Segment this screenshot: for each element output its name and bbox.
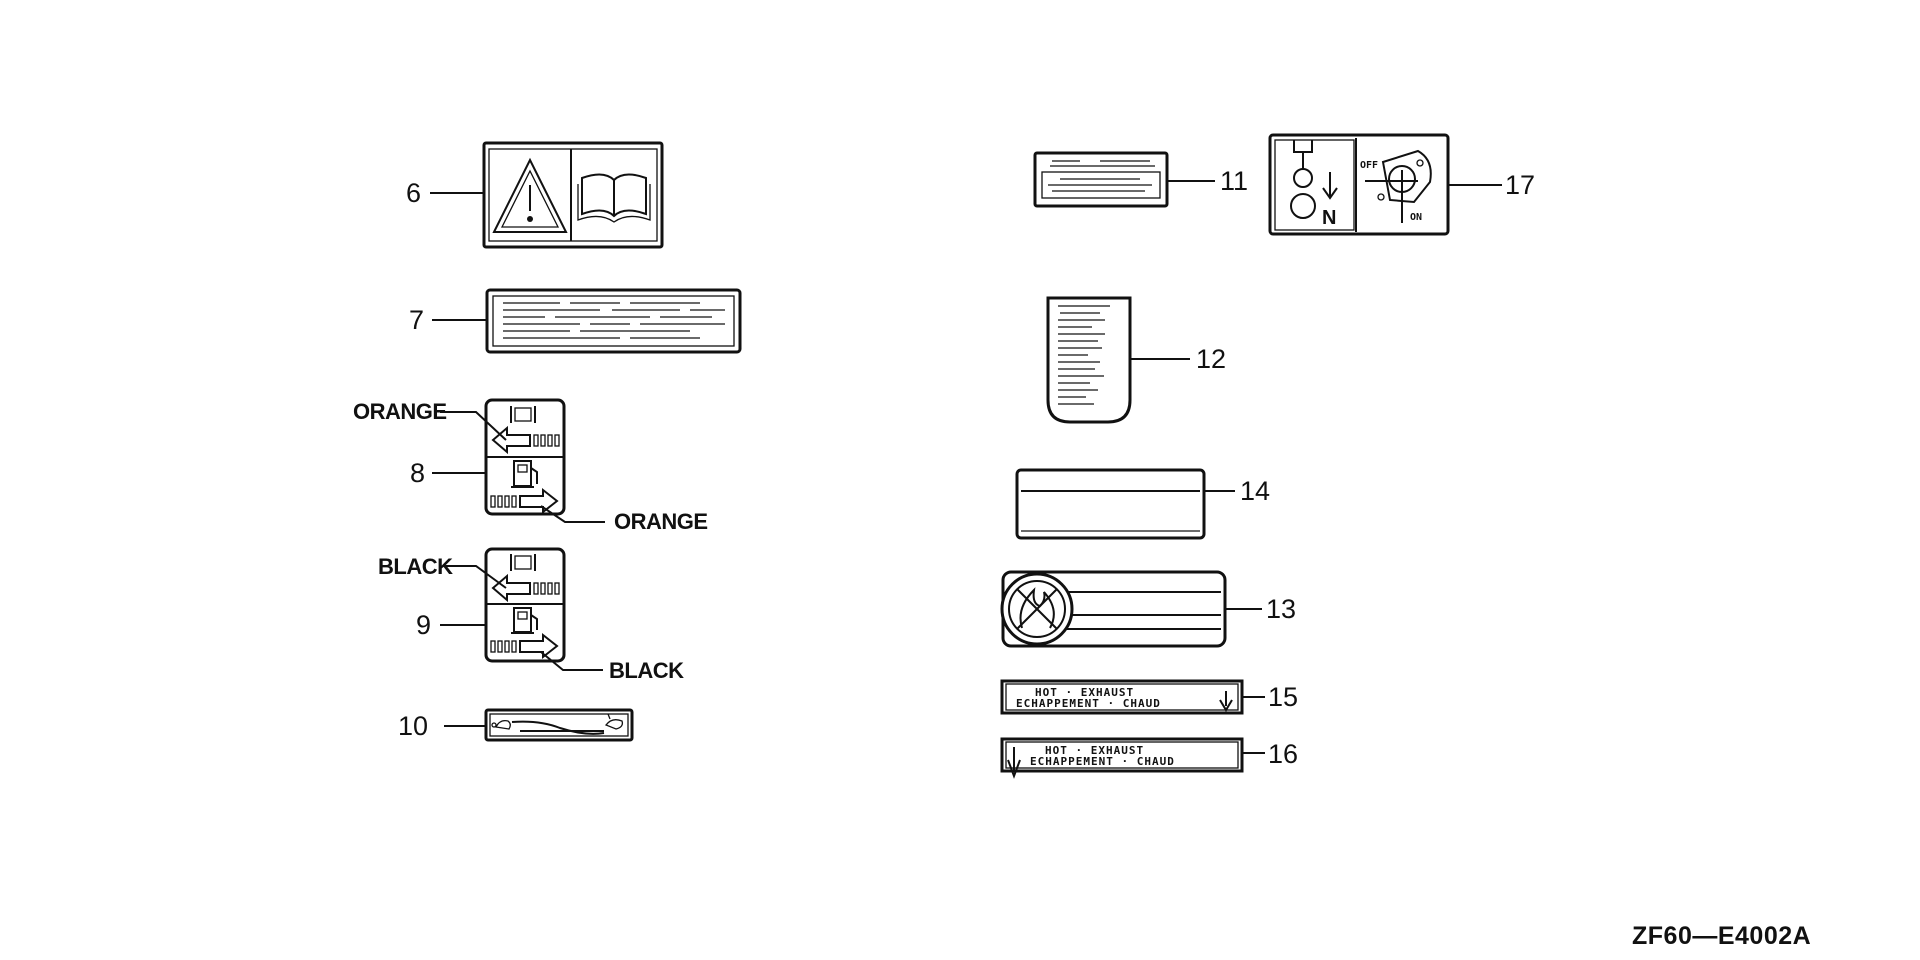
- turtle-icon: [491, 719, 511, 730]
- callout-8: 8: [410, 458, 425, 488]
- callout-6: 6: [406, 178, 421, 208]
- color-tag-orange-left: ORANGE: [353, 399, 447, 424]
- color-tag-black-left: BLACK: [378, 554, 453, 579]
- callout-16: 16: [1268, 739, 1298, 769]
- decal-9[interactable]: [484, 547, 566, 663]
- callout-17: 17: [1505, 170, 1535, 200]
- decal-8[interactable]: [484, 398, 566, 516]
- arrow-down-icon: [1219, 691, 1233, 712]
- choke-icon: [510, 554, 536, 571]
- hot-exhaust-line1-15: HOT · EXHAUST: [1035, 686, 1134, 699]
- color-tag-orange-right: ORANGE: [614, 509, 708, 534]
- decal-14[interactable]: [1015, 468, 1206, 540]
- leader-orange-left: [440, 411, 507, 441]
- callout-9: 9: [416, 610, 431, 640]
- rabbit-icon: [604, 713, 624, 730]
- hot-exhaust-line2-16: ECHAPPEMENT · CHAUD: [1030, 755, 1175, 768]
- warning-triangle-icon: [492, 157, 568, 233]
- decal-13[interactable]: [1000, 570, 1227, 648]
- hot-exhaust-line2-15: ECHAPPEMENT · CHAUD: [1016, 697, 1161, 710]
- hot-exhaust-line1-16: HOT · EXHAUST: [1045, 744, 1144, 757]
- text-lines-11: [1048, 160, 1155, 192]
- manual-book-icon: [577, 173, 651, 223]
- decal-7[interactable]: [485, 288, 742, 354]
- diagram-reference-code: ZF60—E4002A: [1632, 922, 1811, 950]
- callout-12: 12: [1196, 344, 1226, 374]
- color-tag-black-right: BLACK: [609, 658, 684, 683]
- callout-7: 7: [409, 305, 424, 335]
- svg-text:N: N: [1322, 207, 1336, 229]
- decal-11[interactable]: [1033, 151, 1169, 208]
- callout-13: 13: [1266, 594, 1296, 624]
- arrow-icon: [490, 487, 559, 515]
- engine-switch-icon: N: [1290, 140, 1338, 229]
- arrow-icon: [491, 573, 560, 603]
- callout-11: 11: [1220, 166, 1248, 196]
- decal-16[interactable]: HOT · EXHAUST ECHAPPEMENT · CHAUD: [1000, 737, 1244, 779]
- leader-orange-right: [540, 505, 605, 523]
- no-flame-icon: [1000, 572, 1074, 646]
- fuel-pump-icon: [511, 607, 538, 634]
- decal-10[interactable]: [484, 708, 634, 742]
- engine-switch-icon: OFF ON: [1360, 149, 1432, 223]
- callout-10: 10: [398, 711, 428, 741]
- leader-black-right: [540, 651, 603, 671]
- decal-12[interactable]: [1046, 296, 1132, 424]
- decal-17[interactable]: N OFF ON: [1268, 133, 1450, 236]
- text-lines-12: [1058, 305, 1110, 405]
- choke-icon: [510, 406, 536, 423]
- arrow-down-icon: [1007, 747, 1021, 779]
- arrow-icon: [491, 425, 560, 455]
- switch-on-label: ON: [1410, 212, 1422, 223]
- text-lines-7: [503, 302, 725, 339]
- callout-15: 15: [1268, 682, 1298, 712]
- callout-14: 14: [1240, 476, 1270, 506]
- leader-black-left: [446, 565, 507, 589]
- decal-15[interactable]: HOT · EXHAUST ECHAPPEMENT · CHAUD: [1000, 679, 1244, 715]
- switch-off-label: OFF: [1360, 160, 1378, 171]
- fuel-pump-icon: [511, 460, 538, 488]
- decal-6[interactable]: [482, 141, 664, 249]
- arrow-icon: [490, 632, 559, 660]
